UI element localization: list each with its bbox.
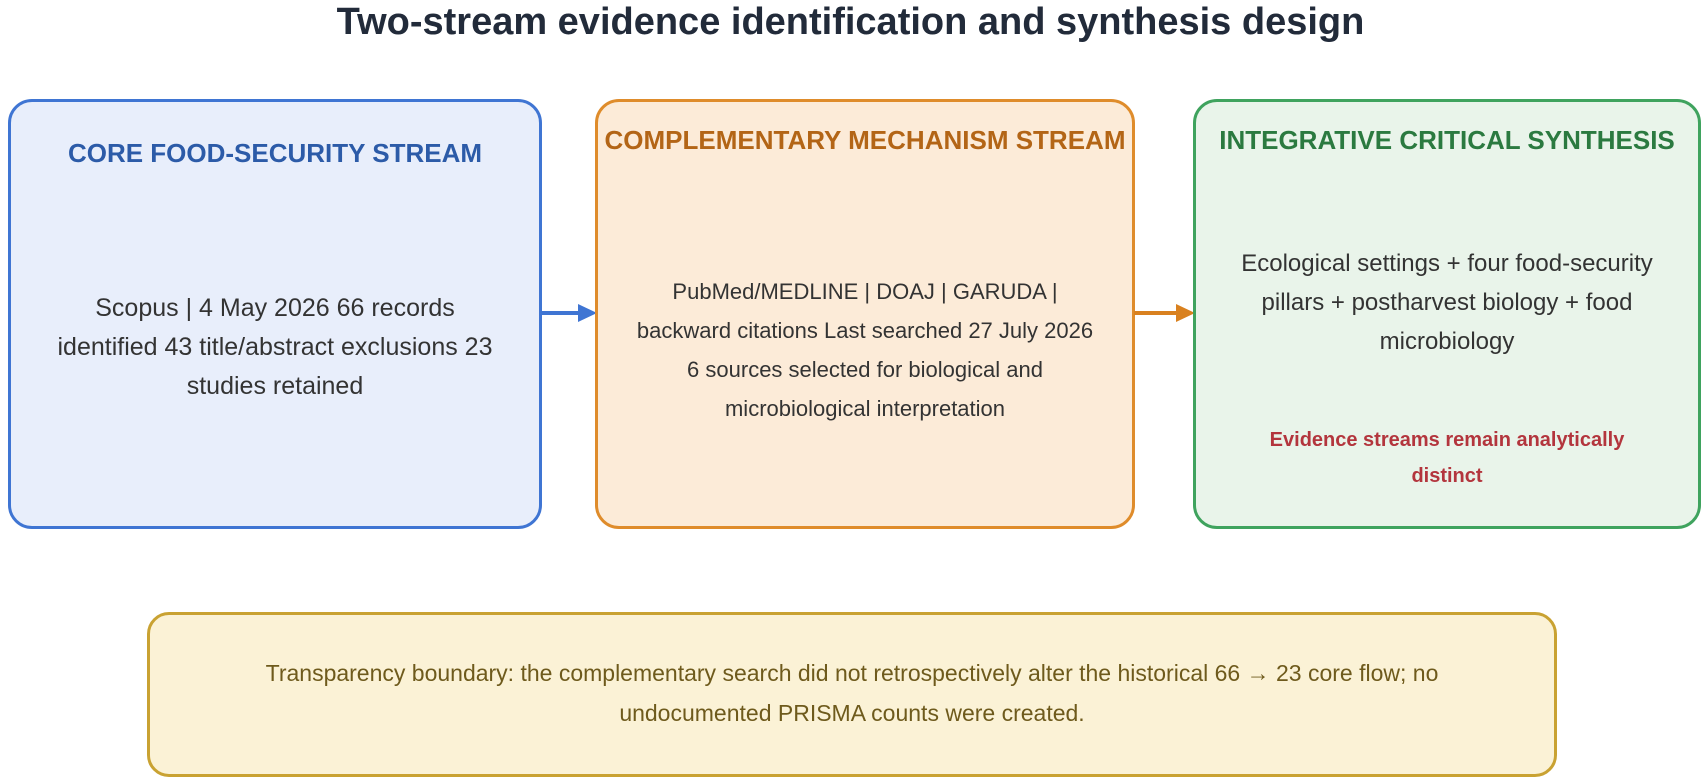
complementary-stream-title: COMPLEMENTARY MECHANISM STREAM [604,125,1126,155]
complementary-stream-body: PubMed/MEDLINE | DOAJ | GARUDA | backwar… [636,279,1094,421]
transparency-boundary-text: Transparency boundary: the complementary… [265,660,1439,726]
core-stream-title: CORE FOOD-SECURITY STREAM [67,138,483,168]
synthesis-note: Evidence streams remain analytically dis… [1269,429,1625,487]
transparency-boundary-box: Transparency boundary: the complementary… [147,612,1557,777]
synthesis-title: INTEGRATIVE CRITICAL SYNTHESIS [1219,125,1675,155]
arrow-complementary-to-synthesis-icon [1134,304,1195,322]
core-stream-box: CORE FOOD-SECURITY STREAM Scopus | 4 May… [8,99,542,529]
arrow-core-to-complementary-icon [540,304,597,322]
complementary-stream-box: COMPLEMENTARY MECHANISM STREAM PubMed/ME… [595,99,1135,529]
synthesis-box: INTEGRATIVE CRITICAL SYNTHESIS Ecologica… [1193,99,1701,529]
synthesis-body: Ecological settings + four food-security… [1241,250,1653,355]
core-stream-body: Scopus | 4 May 2026 66 records identifie… [57,294,493,400]
diagram-title: Two-stream evidence identification and s… [336,1,1365,43]
